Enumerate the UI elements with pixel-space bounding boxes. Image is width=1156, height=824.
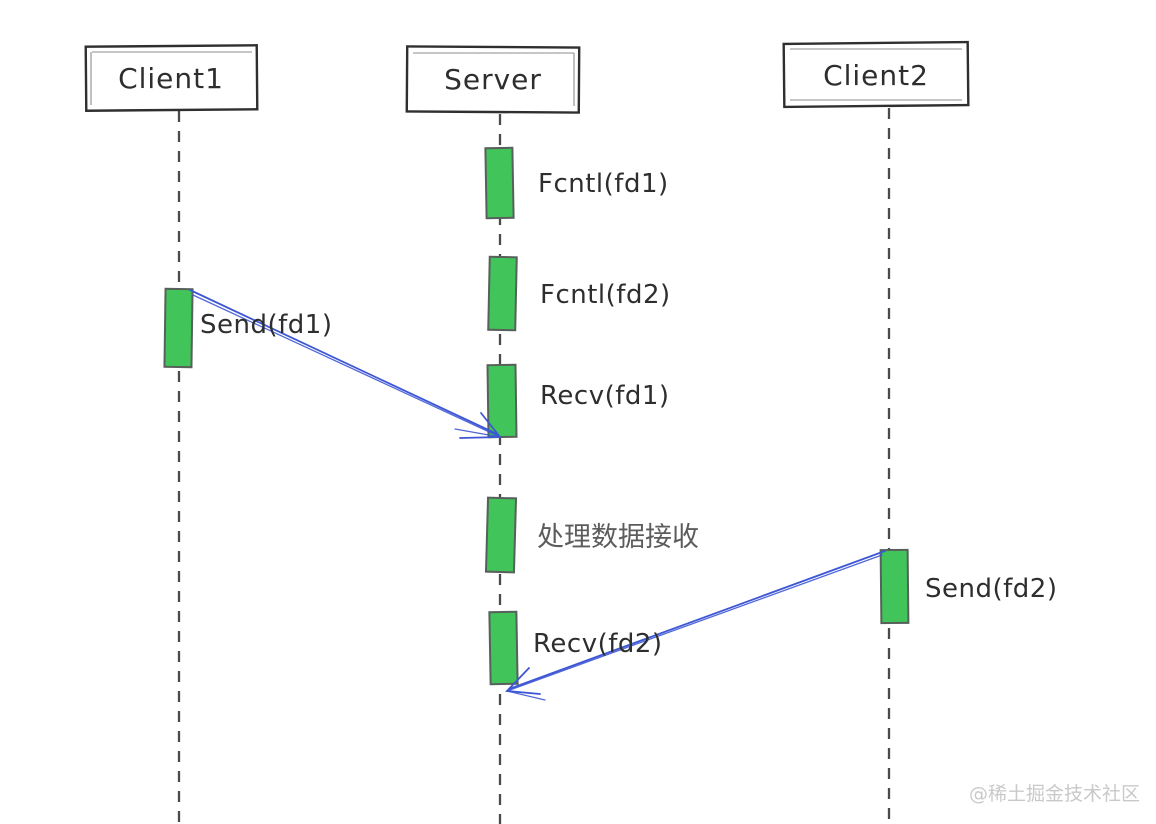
message-label-send-fd2: Send(fd2) [925,574,1057,604]
activation-bar-fcntl-fd2 [487,255,518,332]
actor-label-client2: Client2 [823,59,929,92]
actor-box-client2 [782,40,970,109]
actor-label-client1: Client1 [118,62,224,95]
activation-bar-send-fd2 [879,548,910,625]
activation-bar-fcntl-fd1 [484,146,515,220]
message-label-send-fd1: Send(fd1) [200,310,332,340]
message-label-recv-fd2: Recv(fd2) [533,629,663,659]
message-label-recv-fd1: Recv(fd1) [540,381,670,411]
actor-box-client1 [84,44,259,112]
arrow-send-fd2-to-recv-fd2 [505,550,886,701]
activation-bar-recv-fd2 [488,610,519,686]
message-label-fcntl-fd2: Fcntl(fd2) [540,280,671,310]
activation-bar-process [484,496,518,574]
arrowhead-recv-fd2-sketch [506,690,546,701]
actor-box-server-sketch [413,52,575,106]
arrow-send-fd2-line-b [506,554,883,692]
message-label-process: 处理数据接收 [537,522,699,553]
actor-box-client1-sketch [90,51,252,105]
arrowhead-recv-fd1-sketch [454,428,501,438]
actor-client2: Client2 [782,40,970,109]
activation-bar-send-fd1 [163,287,194,369]
message-label-fcntl-fd1: Fcntl(fd1) [538,169,669,199]
actor-client1: Client1 [84,44,259,112]
actor-box-server [405,45,581,114]
actor-box-client2-sketch [790,48,962,101]
actor-label-server: Server [444,63,542,96]
watermark: @稀土掘金技术社区 [969,783,1140,805]
arrow-send-fd2-line-a [508,550,886,690]
arrow-send-fd1-to-recv-fd1 [189,289,502,439]
arrow-send-fd1-line-b [192,294,499,437]
activation-bar-recv-fd1 [486,363,518,439]
actor-server: Server [405,45,581,114]
arrow-send-fd1-line-a [189,289,498,435]
